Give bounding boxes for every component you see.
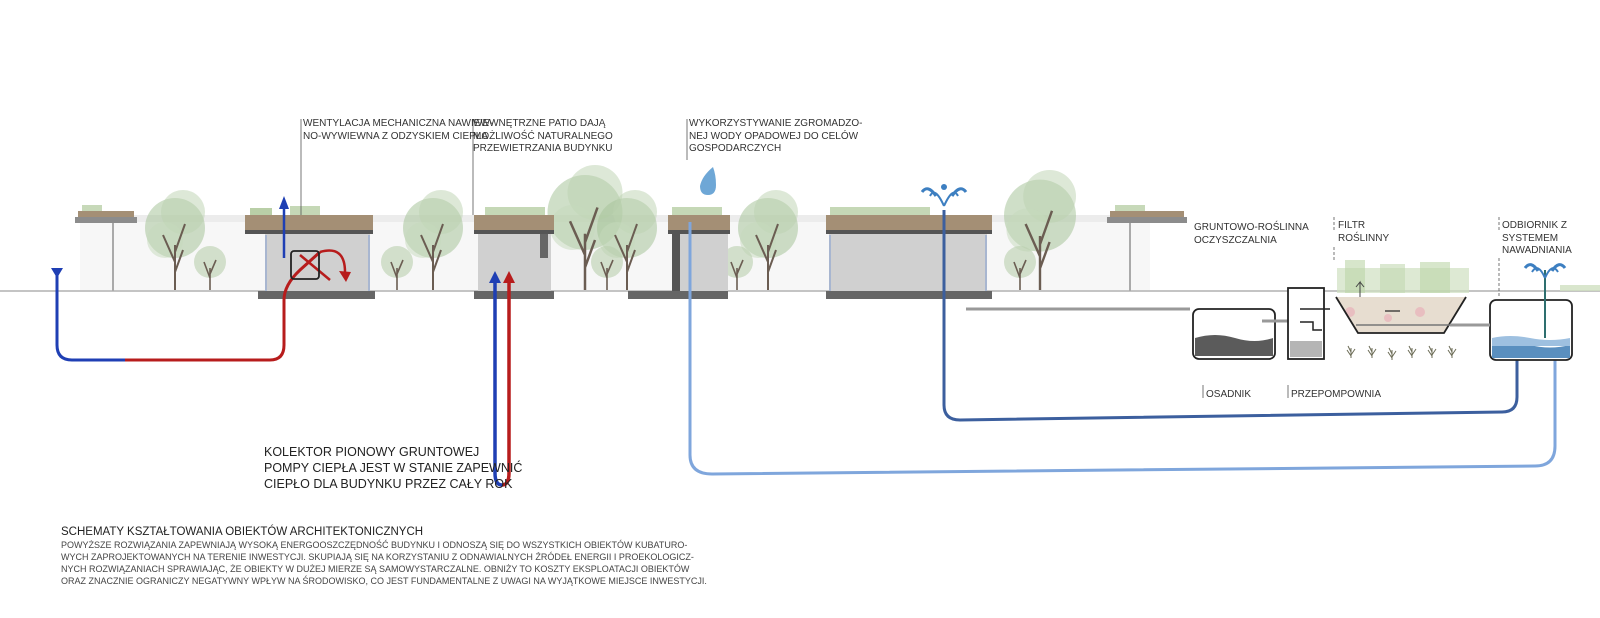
label-line: OCZYSZCZALNIA (1194, 234, 1277, 246)
ground-loop-warm (125, 250, 322, 362)
label-line: GOSPODARCZYCH (689, 143, 782, 154)
label-line: MOŻLIWOŚĆ NATURALNEGO (473, 130, 613, 142)
label-rainwater: WYKORZYSTYWANIE ZGROMADZO- NEJ WODY OPAD… (689, 118, 863, 156)
label-pump-station: PRZEPOMPOWNIA (1291, 389, 1382, 400)
label-line: NAWADNIANIA (1502, 245, 1572, 256)
description-line: WYCH ZAPROJEKTOWANYCH NA TERENIE INWESTY… (61, 552, 694, 562)
plant-filter-bed (1335, 260, 1469, 334)
ground-loop-cold (55, 270, 125, 362)
label-line: WENTYLACJA MECHANICZNA NAWIEW- (303, 118, 494, 129)
rainwater-pipe (688, 222, 1557, 476)
water-drop-icon (700, 167, 716, 195)
heat-exchanger-icon (290, 250, 320, 280)
label-line: WYKORZYSTYWANIE ZGROMADZO- (689, 118, 863, 129)
label-line: CIEPŁO DLA BUDYNKU PRZEZ CAŁY ROK (264, 477, 513, 491)
settler-tank (1192, 308, 1298, 360)
canopy-right (1107, 205, 1187, 291)
label-line: FILTR (1338, 220, 1366, 231)
building-3 (628, 207, 730, 299)
description-line: POWYŻSZE ROZWIĄZANIA ZAPEWNIAJĄ WYSOKĄ E… (61, 540, 688, 550)
label-collector: KOLEKTOR PIONOWY GRUNTOWEJ POMPY CIEPŁA … (264, 444, 522, 492)
vertical-collector-warm (501, 282, 511, 487)
description-line: ORAZ ZNACZNIE OGRANICZY NEGATYWNY WPŁYW … (61, 576, 707, 586)
label-line: NEJ WODY OPADOWEJ DO CELÓW (689, 130, 859, 142)
building-4 (826, 207, 992, 299)
ventilation-return-warm (319, 249, 347, 273)
building-1 (245, 206, 375, 299)
label-receiver: ODBIORNIK Z SYSTEMEM NAWADNIANIA (1502, 220, 1572, 258)
label-line: KOLEKTOR PIONOWY GRUNTOWEJ (264, 445, 480, 459)
leader-lines (300, 119, 1500, 398)
canopy-left (75, 205, 137, 291)
label-line: ROŚLINNY (1338, 232, 1390, 244)
description-title: SCHEMATY KSZTAŁTOWANIA OBIEKTÓW ARCHITEK… (61, 526, 424, 538)
arrow-down-cold (51, 268, 63, 278)
description-body: POWYŻSZE ROZWIĄZANIA ZAPEWNIAJĄ WYSOKĄ E… (61, 539, 707, 587)
label-line: WEWNĘTRZNE PATIO DAJĄ (473, 118, 606, 129)
plant-root-icon (1346, 345, 1457, 361)
label-line: GRUNTOWO-ROŚLINNA (1194, 222, 1309, 233)
label-filter: FILTR ROŚLINNY (1338, 220, 1389, 245)
pump-station (1287, 287, 1330, 360)
label-patio: WEWNĘTRZNE PATIO DAJĄ MOŻLIWOŚĆ NATURALN… (473, 118, 613, 156)
receiver-tank (1450, 270, 1573, 361)
building-2 (474, 207, 554, 299)
label-line: POMPY CIEPŁA JEST W STANIE ZAPEWNIĆ (264, 461, 523, 475)
fountain-icon (1523, 263, 1567, 279)
label-line: ODBIORNIK Z (1502, 220, 1568, 231)
description-line: NYCH ROZWIĄZANIACH SPRAWIAJĄC, ŻE OBIEKT… (61, 564, 690, 574)
label-ventilation: WENTYLACJA MECHANICZNA NAWIEW- NO-WYWIEW… (303, 118, 493, 143)
label-line: SYSTEMEM (1502, 232, 1559, 244)
irrigation-pipe (942, 210, 1519, 422)
fountain-icon (920, 184, 968, 207)
label-line: NO-WYWIEWNA Z ODZYSKIEM CIEPŁA (303, 130, 489, 142)
label-wetland: GRUNTOWO-ROŚLINNA OCZYSZCZALNIA (1194, 222, 1309, 247)
vertical-collector-cold (493, 282, 503, 487)
label-settler: OSADNIK (1206, 389, 1252, 400)
label-line: PRZEWIETRZANIA BUDYNKU (473, 143, 613, 154)
